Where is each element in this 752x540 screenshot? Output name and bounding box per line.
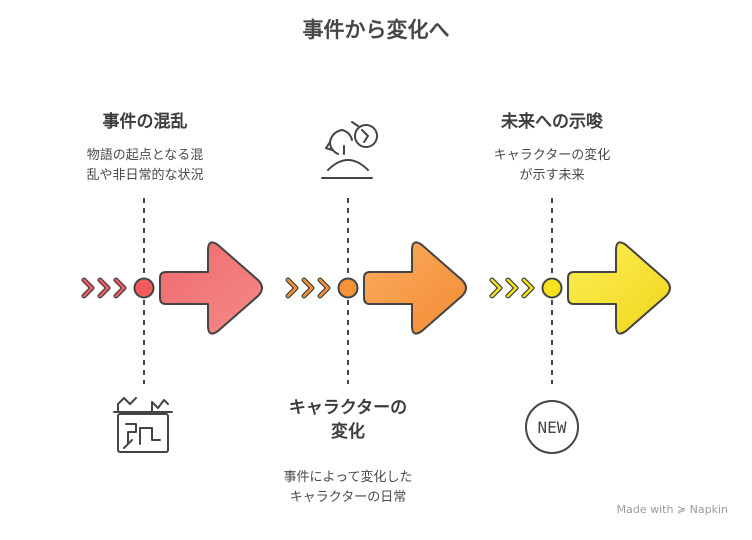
- napkin-watermark[interactable]: Made with ≽ Napkin: [616, 503, 728, 516]
- stage-3-node: [541, 277, 563, 299]
- stage-3-description-line-2: が示す未来: [519, 168, 585, 183]
- stage-1-arrow: [159, 241, 263, 335]
- stage-2-description-line-1: 事件によって変化した: [283, 470, 413, 485]
- stage-1-description-line-2: 乱や非日常的な状況: [86, 168, 204, 183]
- stage-1-description: 物語の起点となる混 乱や非日常的な状況: [45, 146, 245, 186]
- stage-1-heading: 事件の混乱: [102, 112, 188, 132]
- stage-3-description-line-1: キャラクターの変化: [493, 148, 611, 163]
- stage-2-chevrons-fill: [286, 278, 330, 298]
- stage-2-node: [337, 277, 359, 299]
- stage-2-description: 事件によって変化した キャラクターの日常: [248, 468, 448, 508]
- stage-1-description-line-1: 物語の起点となる混: [86, 148, 204, 163]
- stage-3-description: キャラクターの変化 が示す未来: [452, 146, 652, 186]
- stage-3-chevrons-fill: [490, 278, 534, 298]
- stage-2-arrow: [363, 241, 467, 335]
- new-badge-icon: NEW: [525, 400, 579, 454]
- broken-building-icon: [113, 397, 173, 453]
- stage-1-chevrons-fill: [82, 278, 126, 298]
- new-badge-text: NEW: [538, 418, 567, 437]
- stage-1-node: [133, 277, 155, 299]
- stage-2-heading-line-1: キャラクターの: [288, 398, 408, 418]
- stage-3-heading: 未来への示唆: [501, 112, 603, 132]
- thinking-person-icon: [321, 121, 378, 179]
- stage-3-arrow: [567, 241, 671, 335]
- stage-2-heading-line-2: 変化: [331, 422, 365, 442]
- stage-2-heading: キャラクターの 変化: [248, 396, 448, 444]
- page-title: 事件から変化へ: [302, 18, 450, 42]
- stage-2-description-line-2: キャラクターの日常: [289, 490, 407, 505]
